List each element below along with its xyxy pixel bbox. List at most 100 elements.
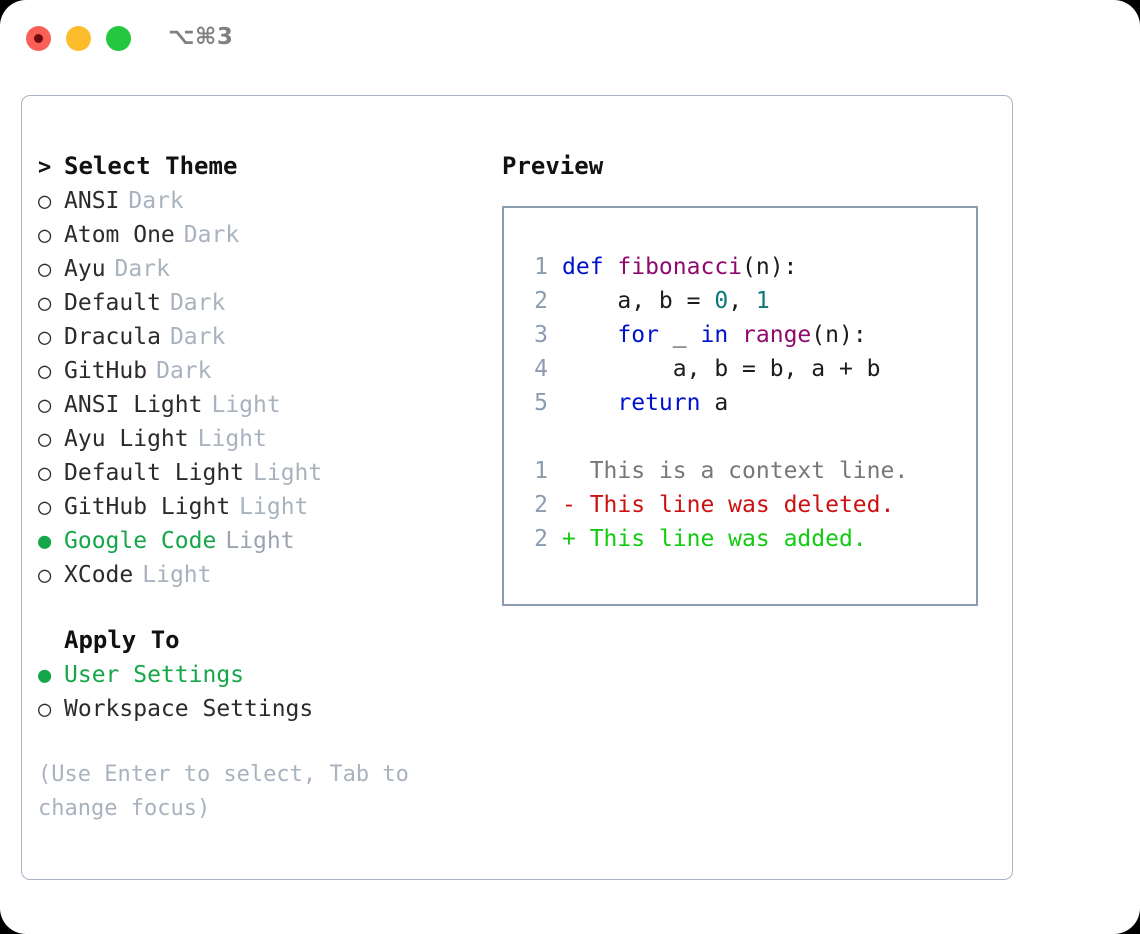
radio-unselected-icon: ○ xyxy=(38,697,52,722)
theme-option-label: ANSI xyxy=(64,188,120,214)
preview-diff-line-add: 2+ This line was added. xyxy=(504,522,976,556)
theme-option-label: Ayu Light xyxy=(64,426,189,452)
theme-option-variant-tag: Dark xyxy=(169,324,226,350)
theme-option-ansi[interactable]: ○ ANSI Dark xyxy=(38,184,478,218)
diff-marker-context xyxy=(562,454,576,488)
radio-unselected-icon: ○ xyxy=(38,223,52,248)
diff-line-number: 2 xyxy=(534,492,548,518)
theme-option-atom-one[interactable]: ○ Atom One Dark xyxy=(38,218,478,252)
theme-option-variant-tag: Light xyxy=(142,562,212,588)
theme-option-variant-tag: Dark xyxy=(114,256,170,282)
apply-to-option-label: Workspace Settings xyxy=(64,696,314,722)
theme-option-label: Google Code xyxy=(64,528,217,554)
apply-to-group: Apply To ● User Settings ○ Workspace Settin… xyxy=(38,622,478,726)
theme-option-variant-tag: Light xyxy=(253,460,323,486)
code-line-number: 4 xyxy=(534,356,548,382)
preview-diff-line-context: 1 This is a context line. xyxy=(504,454,976,488)
code-line-text: def fibonacci(n): xyxy=(562,250,797,284)
preview-code-line: 5 return a xyxy=(504,386,976,420)
radio-unselected-icon: ○ xyxy=(38,461,52,486)
code-token-plain: a, b = b, a + b xyxy=(562,356,881,382)
radio-unselected-icon: ○ xyxy=(38,359,52,384)
apply-to-option-user-settings[interactable]: ● User Settings xyxy=(38,658,478,692)
theme-option-default-light[interactable]: ○ Default Light Light xyxy=(38,456,478,490)
diff-line-text: This is a context line. xyxy=(575,458,909,484)
theme-option-github-light[interactable]: ○ GitHub Light Light xyxy=(38,490,478,524)
apply-to-heading: Apply To xyxy=(38,622,478,658)
select-theme-heading-label: Select Theme xyxy=(64,152,238,180)
preview-title: Preview xyxy=(502,152,604,180)
close-window-button[interactable] xyxy=(26,26,51,51)
diff-marker-add: + xyxy=(562,526,576,552)
theme-option-variant-tag: Light xyxy=(239,494,309,520)
code-token-plain: _ xyxy=(658,322,701,348)
preview-diff-line-delete: 2- This line was deleted. xyxy=(504,488,976,522)
title-bar: ⌥⌘3 xyxy=(0,0,1140,78)
radio-unselected-icon: ○ xyxy=(38,189,52,214)
diff-line-number: 1 xyxy=(534,458,548,484)
code-token-number: 1 xyxy=(755,288,770,314)
select-theme-heading: > Select Theme xyxy=(38,148,478,184)
theme-option-ayu-light[interactable]: ○ Ayu Light Light xyxy=(38,422,478,456)
code-line-text: a, b = b, a + b xyxy=(562,352,881,386)
code-line-number: 2 xyxy=(534,288,548,314)
theme-option-label: Default xyxy=(64,290,161,316)
code-token-plain: , xyxy=(728,288,756,314)
radio-unselected-icon: ○ xyxy=(38,257,52,282)
code-line-text: return a xyxy=(562,386,728,420)
theme-option-label: GitHub Light xyxy=(64,494,231,520)
theme-option-label: Default Light xyxy=(64,460,245,486)
theme-option-github[interactable]: ○ GitHub Dark xyxy=(38,354,478,388)
code-line-number: 5 xyxy=(534,390,548,416)
theme-option-dracula[interactable]: ○ Dracula Dark xyxy=(38,320,478,354)
theme-option-variant-tag: Dark xyxy=(128,188,184,214)
radio-unselected-icon: ○ xyxy=(38,393,52,418)
minimize-window-button[interactable] xyxy=(66,26,91,51)
code-token-plain: a, b = xyxy=(562,288,715,314)
keyboard-hint-text: (Use Enter to select, Tab to change focu… xyxy=(38,762,409,821)
radio-unselected-icon: ○ xyxy=(38,495,52,520)
code-token-plain: (n): xyxy=(742,254,798,280)
theme-option-label: Atom One xyxy=(64,222,175,248)
radio-unselected-icon: ○ xyxy=(38,325,52,350)
code-token-function: fibonacci xyxy=(617,254,743,280)
theme-option-label: GitHub xyxy=(64,358,148,384)
radio-unselected-icon: ○ xyxy=(38,427,52,452)
code-token-plain: (n): xyxy=(811,322,867,348)
radio-selected-icon: ● xyxy=(38,663,52,688)
zoom-window-button[interactable] xyxy=(106,26,131,51)
preview-code-line: 2 a, b = 0, 1 xyxy=(504,284,976,318)
code-token-number: 0 xyxy=(714,288,729,314)
code-token-function: range xyxy=(742,322,812,348)
diff-line-text: This line was deleted. xyxy=(575,492,895,518)
cursor-caret-icon: > xyxy=(38,155,52,180)
apply-to-marker-icon xyxy=(38,624,64,660)
preview-gap xyxy=(504,420,976,454)
diff-marker-delete: - xyxy=(562,492,576,518)
code-token-plain xyxy=(562,390,617,416)
code-token-keyword: def xyxy=(562,254,618,280)
theme-option-variant-tag: Light xyxy=(197,426,267,452)
apply-to-option-label: User Settings xyxy=(64,662,245,688)
theme-option-variant-tag: Dark xyxy=(156,358,212,384)
apply-to-option-workspace-settings[interactable]: ○ Workspace Settings xyxy=(38,692,478,726)
keyboard-shortcut-label: ⌥⌘3 xyxy=(168,24,234,50)
code-token-plain xyxy=(728,322,742,348)
preview-code-line: 4 a, b = b, a + b xyxy=(504,352,976,386)
theme-option-variant-tag: Dark xyxy=(183,222,240,248)
code-line-number: 1 xyxy=(534,254,548,280)
theme-option-label: Dracula xyxy=(64,324,161,350)
diff-line-text: This line was added. xyxy=(575,526,867,552)
